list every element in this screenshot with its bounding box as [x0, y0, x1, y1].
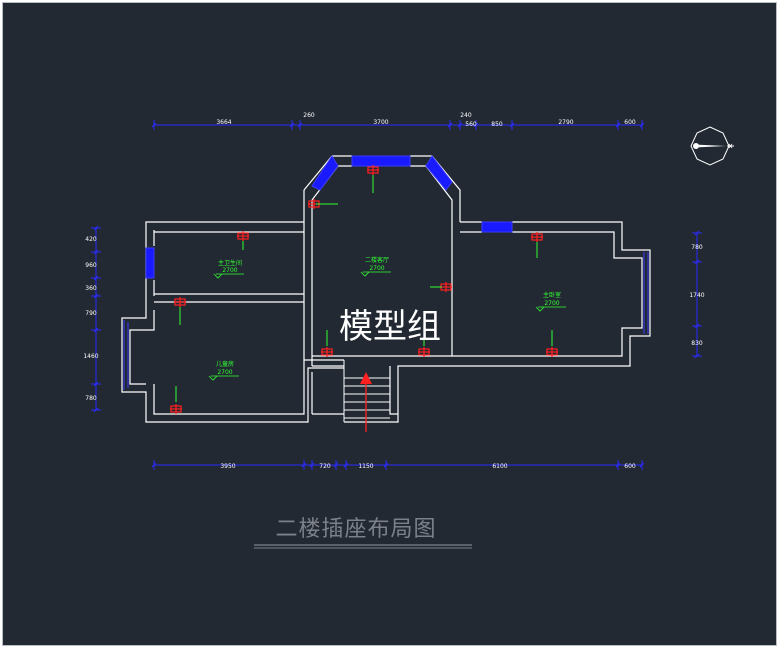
dimension-tick — [694, 259, 700, 265]
dimension-tick — [457, 122, 463, 128]
dimension-tick — [509, 122, 515, 128]
dimension-tick — [615, 462, 621, 468]
socket-icon — [321, 347, 333, 357]
socket-icon — [174, 297, 186, 307]
dimension-tick — [93, 293, 99, 299]
top-dimension-labels: 3664 260 3700 240 560 850 2790 600 — [216, 112, 636, 128]
dimension-tick — [93, 327, 99, 333]
dim-left-3: 360 — [85, 285, 97, 292]
bottom-dimension-labels: 3950 720 1150 6100 600 — [220, 463, 636, 470]
drawing-title: 二楼插座布局图 — [275, 517, 436, 542]
stairs — [343, 360, 390, 422]
socket-icon — [418, 347, 430, 357]
dimension-tick — [694, 323, 700, 329]
room-elevation: 2700 — [544, 300, 559, 307]
room-label-master-bedroom: 主卧室 2700 — [535, 291, 566, 312]
right-dimension-chain — [692, 230, 702, 359]
north-compass-icon — [690, 126, 734, 166]
dimension-tick — [151, 462, 157, 468]
room-name: 二楼客厅 — [365, 256, 389, 264]
dim-bottom-4: 6100 — [492, 463, 507, 470]
room-name: 主卧室 — [543, 291, 561, 299]
room-name: 主卫生间 — [218, 259, 242, 267]
dimension-tick — [639, 462, 645, 468]
windows — [123, 155, 649, 390]
bottom-dimension-chain — [151, 460, 645, 470]
dim-left-6: 780 — [85, 395, 97, 402]
room-elevation: 2700 — [369, 265, 384, 272]
dim-top-2: 260 — [303, 112, 315, 119]
dimension-tick — [93, 407, 99, 413]
dim-left-2: 960 — [85, 262, 97, 269]
dimension-tick — [615, 122, 621, 128]
dim-left-1: 420 — [85, 236, 97, 243]
top-dimension-chain — [151, 120, 645, 130]
dimension-tick — [289, 122, 295, 128]
walls — [121, 155, 651, 423]
dimension-tick — [93, 275, 99, 281]
dim-bottom-1: 3950 — [220, 463, 235, 470]
dim-top-8: 600 — [624, 119, 636, 126]
socket-icon — [367, 165, 379, 175]
dim-bottom-3: 1150 — [358, 463, 373, 470]
dimension-tick — [309, 462, 315, 468]
dim-top-5: 560 — [465, 121, 477, 128]
watermark: 模型组 — [339, 307, 441, 347]
room-elevation: 2700 — [217, 369, 232, 376]
dim-right-1: 780 — [691, 244, 703, 251]
dimension-tick — [93, 225, 99, 231]
right-dimension-labels: 780 1740 830 — [689, 244, 704, 347]
dim-top-6: 850 — [491, 121, 503, 128]
dimension-tick — [151, 122, 157, 128]
socket-icon — [546, 347, 558, 357]
dim-right-2: 1740 — [689, 292, 704, 299]
socket-tags — [175, 175, 553, 402]
dimension-tick — [301, 462, 307, 468]
dimension-tick — [694, 353, 700, 359]
dimension-tick — [93, 249, 99, 255]
room-label-bathroom: 主卫生间 2700 — [213, 259, 244, 279]
dim-right-3: 830 — [691, 340, 703, 347]
dim-left-4: 790 — [85, 310, 97, 317]
left-dimension-labels: 420 960 360 790 1460 780 — [83, 236, 98, 402]
dimension-tick — [93, 381, 99, 387]
dim-top-7: 2790 — [558, 119, 573, 126]
dim-bottom-5: 600 — [624, 463, 636, 470]
dimension-tick — [383, 462, 389, 468]
dimension-tick — [639, 122, 645, 128]
room-elevation: 2700 — [222, 267, 237, 274]
dimension-tick — [473, 122, 479, 128]
dim-top-3: 3700 — [373, 119, 388, 126]
dimension-tick — [333, 462, 339, 468]
dimension-tick — [343, 462, 349, 468]
left-dimension-chain — [91, 225, 101, 413]
room-label-living-room: 二楼客厅 2700 — [360, 256, 391, 277]
socket-icon — [170, 404, 182, 414]
dimension-tick — [447, 122, 453, 128]
sockets — [170, 165, 558, 414]
dim-top-4: 240 — [460, 112, 472, 119]
dim-left-5: 1460 — [83, 353, 98, 360]
room-label-kids-room: 儿童房 2700 — [208, 360, 239, 381]
dim-top-1: 3664 — [216, 119, 231, 126]
dimension-tick — [297, 122, 303, 128]
stair-arrow — [360, 372, 372, 432]
dimension-tick — [694, 230, 700, 236]
socket-icon — [237, 231, 249, 241]
socket-icon — [531, 232, 543, 242]
dim-bottom-2: 720 — [319, 463, 331, 470]
room-name: 儿童房 — [216, 360, 234, 368]
